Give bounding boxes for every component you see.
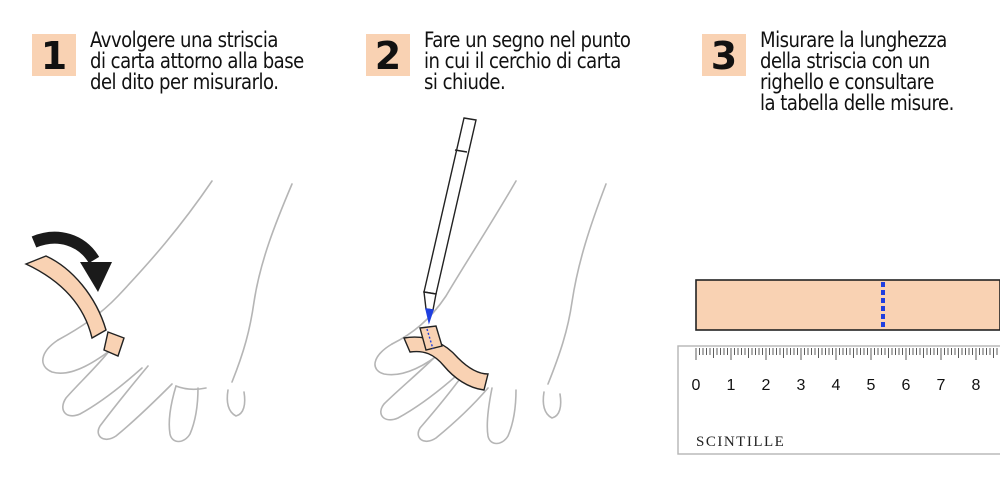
step-3-instructions: Misurare la lunghezza della striscia con… bbox=[760, 30, 954, 114]
step-1-line-2: di carta attorno alla base bbox=[90, 49, 304, 73]
step-1-line-3: del dito per misurarlo. bbox=[90, 70, 279, 94]
step-3-line-3: righello e consultare bbox=[760, 70, 934, 94]
step-3-number: 3 bbox=[710, 34, 738, 78]
paper-strip-2-end bbox=[419, 325, 443, 351]
step-2-number-badge: 2 bbox=[366, 34, 410, 76]
ruler-number-8: 8 bbox=[972, 377, 981, 394]
step-2-number: 2 bbox=[374, 34, 402, 78]
step-1-number-badge: 1 bbox=[32, 34, 76, 76]
hand-illustration-2 bbox=[374, 180, 607, 445]
ruler-brand: SCINTILLE bbox=[696, 434, 785, 450]
paper-strip-1-end bbox=[103, 331, 125, 357]
step-3-line-1: Misurare la lunghezza bbox=[760, 28, 947, 52]
step-2-line-2: in cui il cerchio di carta bbox=[424, 49, 621, 73]
step-1-instructions: Avvolgere una striscia di carta attorno … bbox=[90, 30, 304, 93]
step-3-line-4: la tabella delle misure. bbox=[760, 91, 954, 115]
hand-illustration-1 bbox=[42, 180, 293, 443]
ruler-number-0: 0 bbox=[692, 377, 701, 394]
ruler-number-3: 3 bbox=[797, 377, 806, 394]
paper-strip-2 bbox=[403, 336, 489, 391]
ruler-number-6: 6 bbox=[902, 377, 911, 394]
ruler-number-4: 4 bbox=[832, 377, 841, 394]
step-2-line-1: Fare un segno nel punto bbox=[424, 28, 631, 52]
step-3-line-2: della striscia con un bbox=[760, 49, 930, 73]
curved-arrow-icon bbox=[31, 231, 112, 292]
strip-mark-2 bbox=[426, 328, 434, 350]
paper-strip-3 bbox=[695, 279, 1000, 331]
ruler: 0 1 2 3 4 5 6 7 8 SCINTILLE bbox=[677, 345, 1000, 455]
step-2-line-3: si chiude. bbox=[424, 70, 506, 94]
paper-strip-1 bbox=[24, 255, 107, 340]
step-1-number: 1 bbox=[40, 34, 68, 78]
step-3-number-badge: 3 bbox=[702, 34, 746, 76]
step-1-line-1: Avvolgere una striscia bbox=[90, 28, 278, 52]
ruler-number-2: 2 bbox=[762, 377, 771, 394]
ruler-number-5: 5 bbox=[867, 377, 876, 394]
ruler-number-1: 1 bbox=[727, 377, 736, 394]
ruler-number-7: 7 bbox=[937, 377, 946, 394]
pen-icon bbox=[423, 117, 477, 325]
step-2-instructions: Fare un segno nel punto in cui il cerchi… bbox=[424, 28, 631, 94]
